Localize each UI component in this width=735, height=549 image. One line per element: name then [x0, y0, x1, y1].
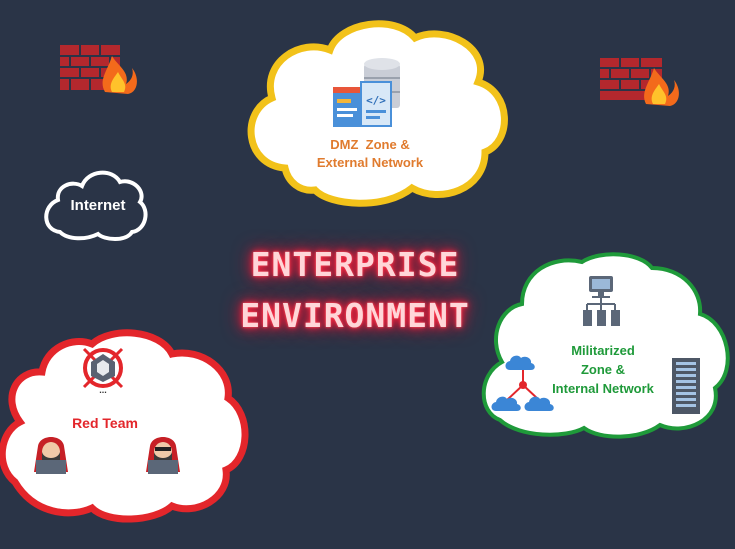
- red-team-cloud-label: Red Team: [72, 415, 138, 431]
- cloud-network-icon: [491, 355, 554, 411]
- mil-label-line2: Zone &: [580, 362, 626, 377]
- monitor-network-icon: [583, 276, 620, 326]
- svg-text:...: ...: [99, 385, 107, 395]
- militarized-cloud: [481, 252, 730, 439]
- hacker-icon: [34, 437, 68, 474]
- internet-cloud: [44, 170, 148, 241]
- svg-text:</>: </>: [366, 94, 386, 107]
- hacker-icon: [146, 437, 180, 474]
- title-line1: ENTERPRISE: [250, 245, 460, 284]
- dmz-label-line1: DMZ Zone &: [330, 137, 410, 152]
- title-line2: ENVIRONMENT: [240, 296, 470, 335]
- dmz-cloud-label: DMZ Zone & External Network: [300, 136, 440, 172]
- internet-cloud-label: Internet: [70, 197, 126, 214]
- firewall-icon: [600, 58, 679, 106]
- firewall-icon: [60, 45, 137, 94]
- dmz-label-line2: External Network: [316, 155, 424, 170]
- militarized-cloud-label: Militarized Zone & Internal Network: [536, 341, 670, 398]
- mil-label-line3: Internal Network: [552, 381, 654, 396]
- server-rack-icon: [672, 358, 700, 414]
- mil-label-line1: Militarized: [571, 343, 635, 358]
- code-window-icon: </>: [333, 81, 392, 127]
- red-team-logo-icon: ...: [82, 347, 124, 395]
